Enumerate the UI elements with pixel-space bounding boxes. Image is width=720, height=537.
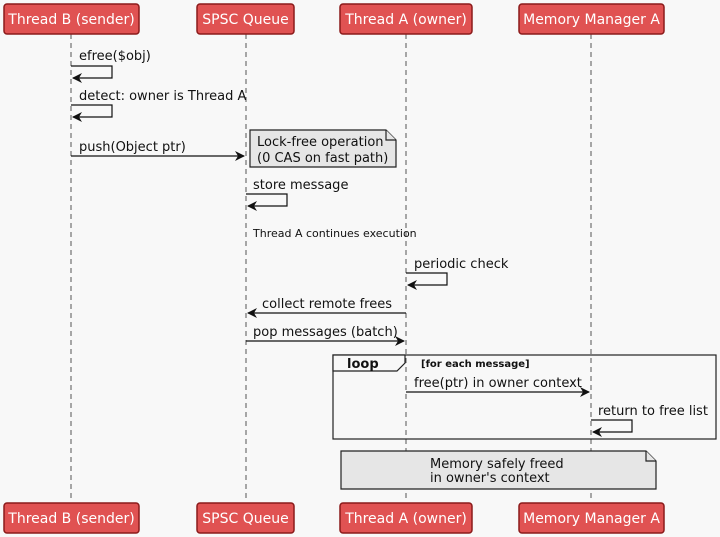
participant-memory-manager-top: Memory Manager A — [518, 3, 665, 35]
message-label: store message — [253, 178, 348, 193]
message-label: efree($obj) — [79, 49, 151, 64]
message-detect-owner: detect: owner is Thread A — [71, 89, 247, 122]
participant-label: Thread A (owner) — [344, 511, 467, 527]
loop-guard: [for each message] — [421, 359, 530, 370]
participant-label: Thread B (sender) — [7, 12, 134, 28]
message-label: pop messages (batch) — [253, 325, 398, 340]
participant-label: Memory Manager A — [523, 12, 660, 28]
message-pop-messages: pop messages (batch) — [246, 325, 405, 346]
participant-spsc-queue-bottom: SPSC Queue — [196, 502, 295, 534]
message-label: periodic check — [414, 257, 509, 272]
participant-label: Memory Manager A — [523, 511, 660, 527]
participant-label: SPSC Queue — [202, 12, 288, 28]
message-periodic-check: periodic check — [406, 257, 509, 290]
participant-label: Thread A (owner) — [344, 12, 467, 28]
message-free-ptr: free(ptr) in owner context — [406, 376, 590, 397]
loop-frame: loop [for each message] — [332, 354, 717, 440]
divider-label: Thread A continues execution — [252, 227, 417, 240]
participant-thread-b-top: Thread B (sender) — [3, 3, 140, 35]
message-efree: efree($obj) — [71, 49, 151, 83]
message-push: push(Object ptr) — [71, 140, 245, 161]
participant-spsc-queue-top: SPSC Queue — [196, 3, 295, 35]
participant-thread-a-top: Thread A (owner) — [339, 3, 473, 35]
message-label: return to free list — [598, 404, 708, 419]
message-label: detect: owner is Thread A — [79, 89, 247, 104]
loop-keyword: loop — [347, 357, 379, 372]
note-line: Lock-free operation — [257, 135, 384, 150]
note-line: in owner's context — [430, 471, 550, 486]
message-label: push(Object ptr) — [79, 140, 186, 155]
note-line: Memory safely freed — [430, 457, 564, 472]
message-store: store message — [246, 178, 348, 211]
participant-thread-a-bottom: Thread A (owner) — [339, 502, 473, 534]
participant-label: SPSC Queue — [202, 511, 288, 527]
participant-label: Thread B (sender) — [7, 511, 134, 527]
message-collect-remote-frees: collect remote frees — [247, 297, 406, 318]
note-memory-freed: Memory safely freed in owner's context — [340, 450, 657, 490]
participant-thread-b-bottom: Thread B (sender) — [3, 502, 140, 534]
note-line: (0 CAS on fast path) — [257, 151, 388, 166]
message-return-to-free-list: return to free list — [591, 404, 708, 437]
participant-memory-manager-bottom: Memory Manager A — [518, 502, 665, 534]
note-lock-free: Lock-free operation (0 CAS on fast path) — [249, 129, 397, 168]
message-label: collect remote frees — [262, 297, 392, 312]
message-label: free(ptr) in owner context — [414, 376, 582, 391]
